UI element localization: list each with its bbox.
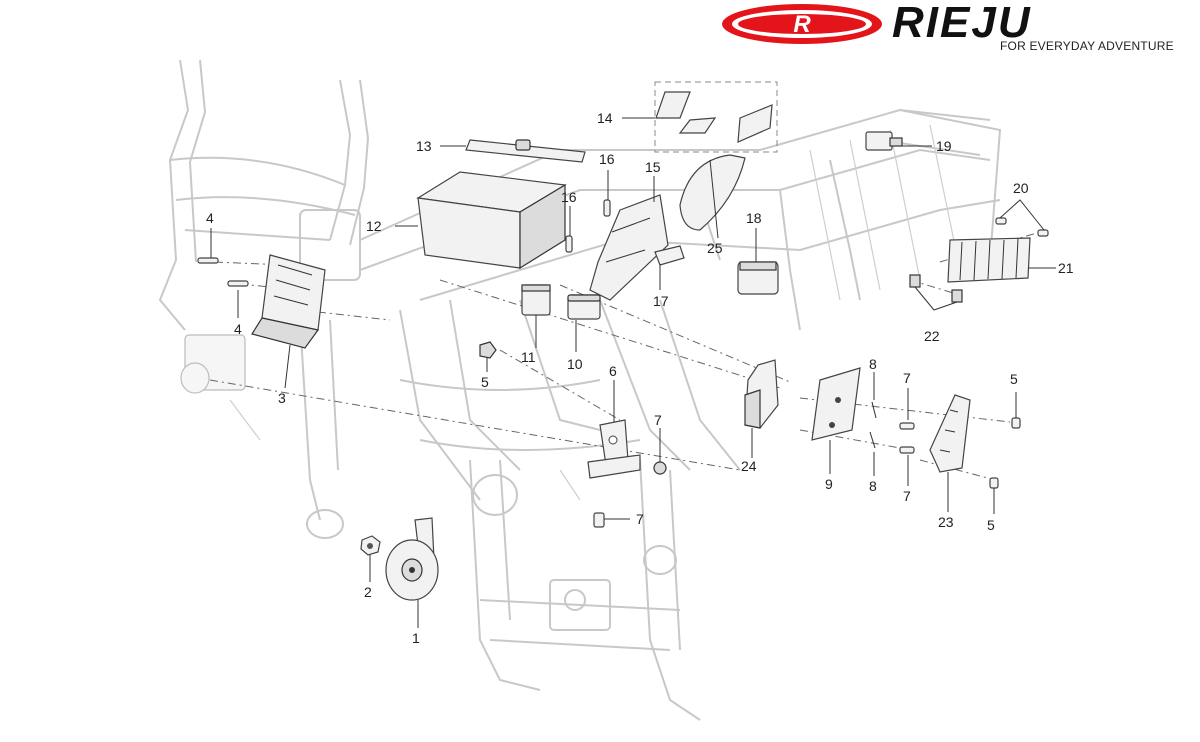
brand-logo: R: [720, 2, 1190, 58]
callout-9: 9: [825, 476, 833, 492]
callout-3: 3: [278, 390, 286, 406]
screw-part-8b: [869, 431, 876, 449]
fuse-box-part: [947, 237, 1031, 283]
regulator-part-18: [737, 261, 779, 295]
callout-7b: 7: [636, 511, 644, 527]
bolt-part-7b: [899, 422, 915, 430]
screw-part-16a: [603, 199, 611, 217]
nut-part-5a: [479, 341, 497, 359]
battery-part: [416, 171, 567, 270]
horn-part: [385, 517, 439, 601]
tray-part: [589, 194, 669, 301]
callout-6: 6: [609, 363, 617, 379]
leader-lines: [210, 117, 1056, 628]
callout-7c: 7: [903, 370, 911, 386]
nut-part-7d: [653, 461, 667, 475]
callout-13: 13: [416, 138, 432, 154]
callout-1: 1: [412, 630, 420, 646]
svg-text:R: R: [793, 11, 811, 38]
bolt-part-7c: [899, 446, 915, 454]
cover-part-24: [744, 359, 779, 429]
callout-16b: 16: [561, 189, 577, 205]
callout-20: 20: [1013, 180, 1029, 196]
callout-24: 24: [741, 458, 757, 474]
callout-23: 23: [938, 514, 954, 530]
callout-16a: 16: [599, 151, 615, 167]
screw-part-20: [995, 217, 1049, 237]
callout-22: 22: [924, 328, 940, 344]
bracket-part-6: [587, 419, 641, 479]
rieju-emblem-icon: R: [722, 4, 882, 44]
horn-nut-part: [360, 535, 381, 556]
bracket-part-23: [929, 394, 971, 473]
callout-labels: 1 2 3 4 4 5 5 5 6 7 7 7 7 8 8 9 10 11 12…: [206, 110, 1074, 646]
relay-part-11: [521, 284, 551, 316]
sensor-part-19: [865, 131, 903, 151]
callout-5a: 5: [481, 374, 489, 390]
callout-8b: 8: [869, 478, 877, 494]
callout-7d: 7: [903, 488, 911, 504]
callout-17: 17: [653, 293, 669, 309]
callout-5c: 5: [987, 517, 995, 533]
screw-part-16b: [565, 235, 573, 253]
bolt-part-7a: [593, 512, 605, 528]
callout-25: 25: [707, 240, 723, 256]
callout-21: 21: [1058, 260, 1074, 276]
callout-15: 15: [645, 159, 661, 175]
screw-part-8a: [871, 401, 877, 419]
bolt-part-5c: [989, 477, 999, 489]
callout-2: 2: [364, 584, 372, 600]
bolt-part-5b: [1011, 417, 1021, 429]
bolt-part-4a: [197, 257, 219, 264]
callout-8a: 8: [869, 356, 877, 372]
clip-part-17: [654, 245, 685, 266]
brand-tagline: FOR EVERYDAY ADVENTURE: [1000, 39, 1174, 53]
bracket-part-9: [811, 367, 861, 441]
callout-7a: 7: [654, 412, 662, 428]
callout-18: 18: [746, 210, 762, 226]
battery-strap-part: [465, 139, 586, 163]
callout-4a: 4: [206, 210, 214, 226]
control-box-part: [251, 254, 326, 349]
callout-14: 14: [597, 110, 613, 126]
brand-wordmark: RIEJU: [892, 0, 1032, 47]
pads-part: [655, 91, 773, 143]
callout-10: 10: [567, 356, 583, 372]
callout-12: 12: [366, 218, 382, 234]
callout-11: 11: [521, 349, 536, 365]
relay-part-10: [567, 294, 601, 320]
callout-5b: 5: [1010, 371, 1018, 387]
callout-4b: 4: [234, 321, 242, 337]
pads-group-box: [654, 81, 778, 153]
bolt-part-4b: [227, 280, 249, 287]
callout-19: 19: [936, 138, 952, 154]
foam-part-25: [679, 154, 746, 231]
